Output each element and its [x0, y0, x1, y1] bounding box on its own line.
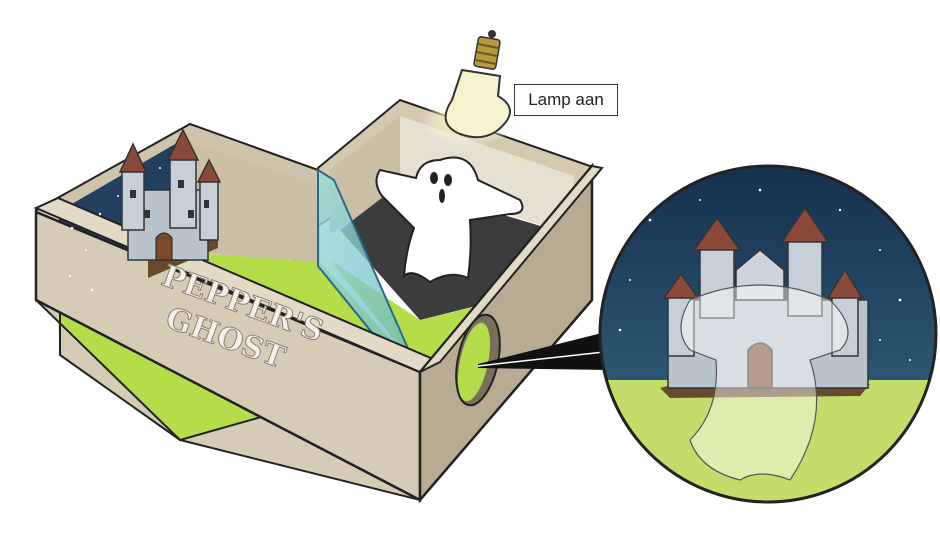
right-inner-left-wall: [330, 116, 400, 234]
ghost-icon: [375, 156, 524, 284]
lamp-label: Lamp aan: [514, 84, 618, 116]
magnified-castle: [662, 206, 869, 389]
right-inner-back-wall: [400, 116, 574, 236]
box-right-rim: [419, 164, 604, 373]
box: PEPPER'S GHOST: [33, 98, 604, 504]
sight-cone: [478, 330, 614, 370]
castle-icon: [118, 128, 222, 278]
magnified-view: [598, 164, 938, 504]
magnified-view-border: [598, 164, 938, 504]
magnified-ghost: [680, 284, 849, 481]
sight-line: [477, 351, 605, 367]
light-bulb-icon: [420, 30, 520, 146]
bulb-base: [473, 30, 501, 70]
viewing-hole-inner: [457, 322, 491, 402]
